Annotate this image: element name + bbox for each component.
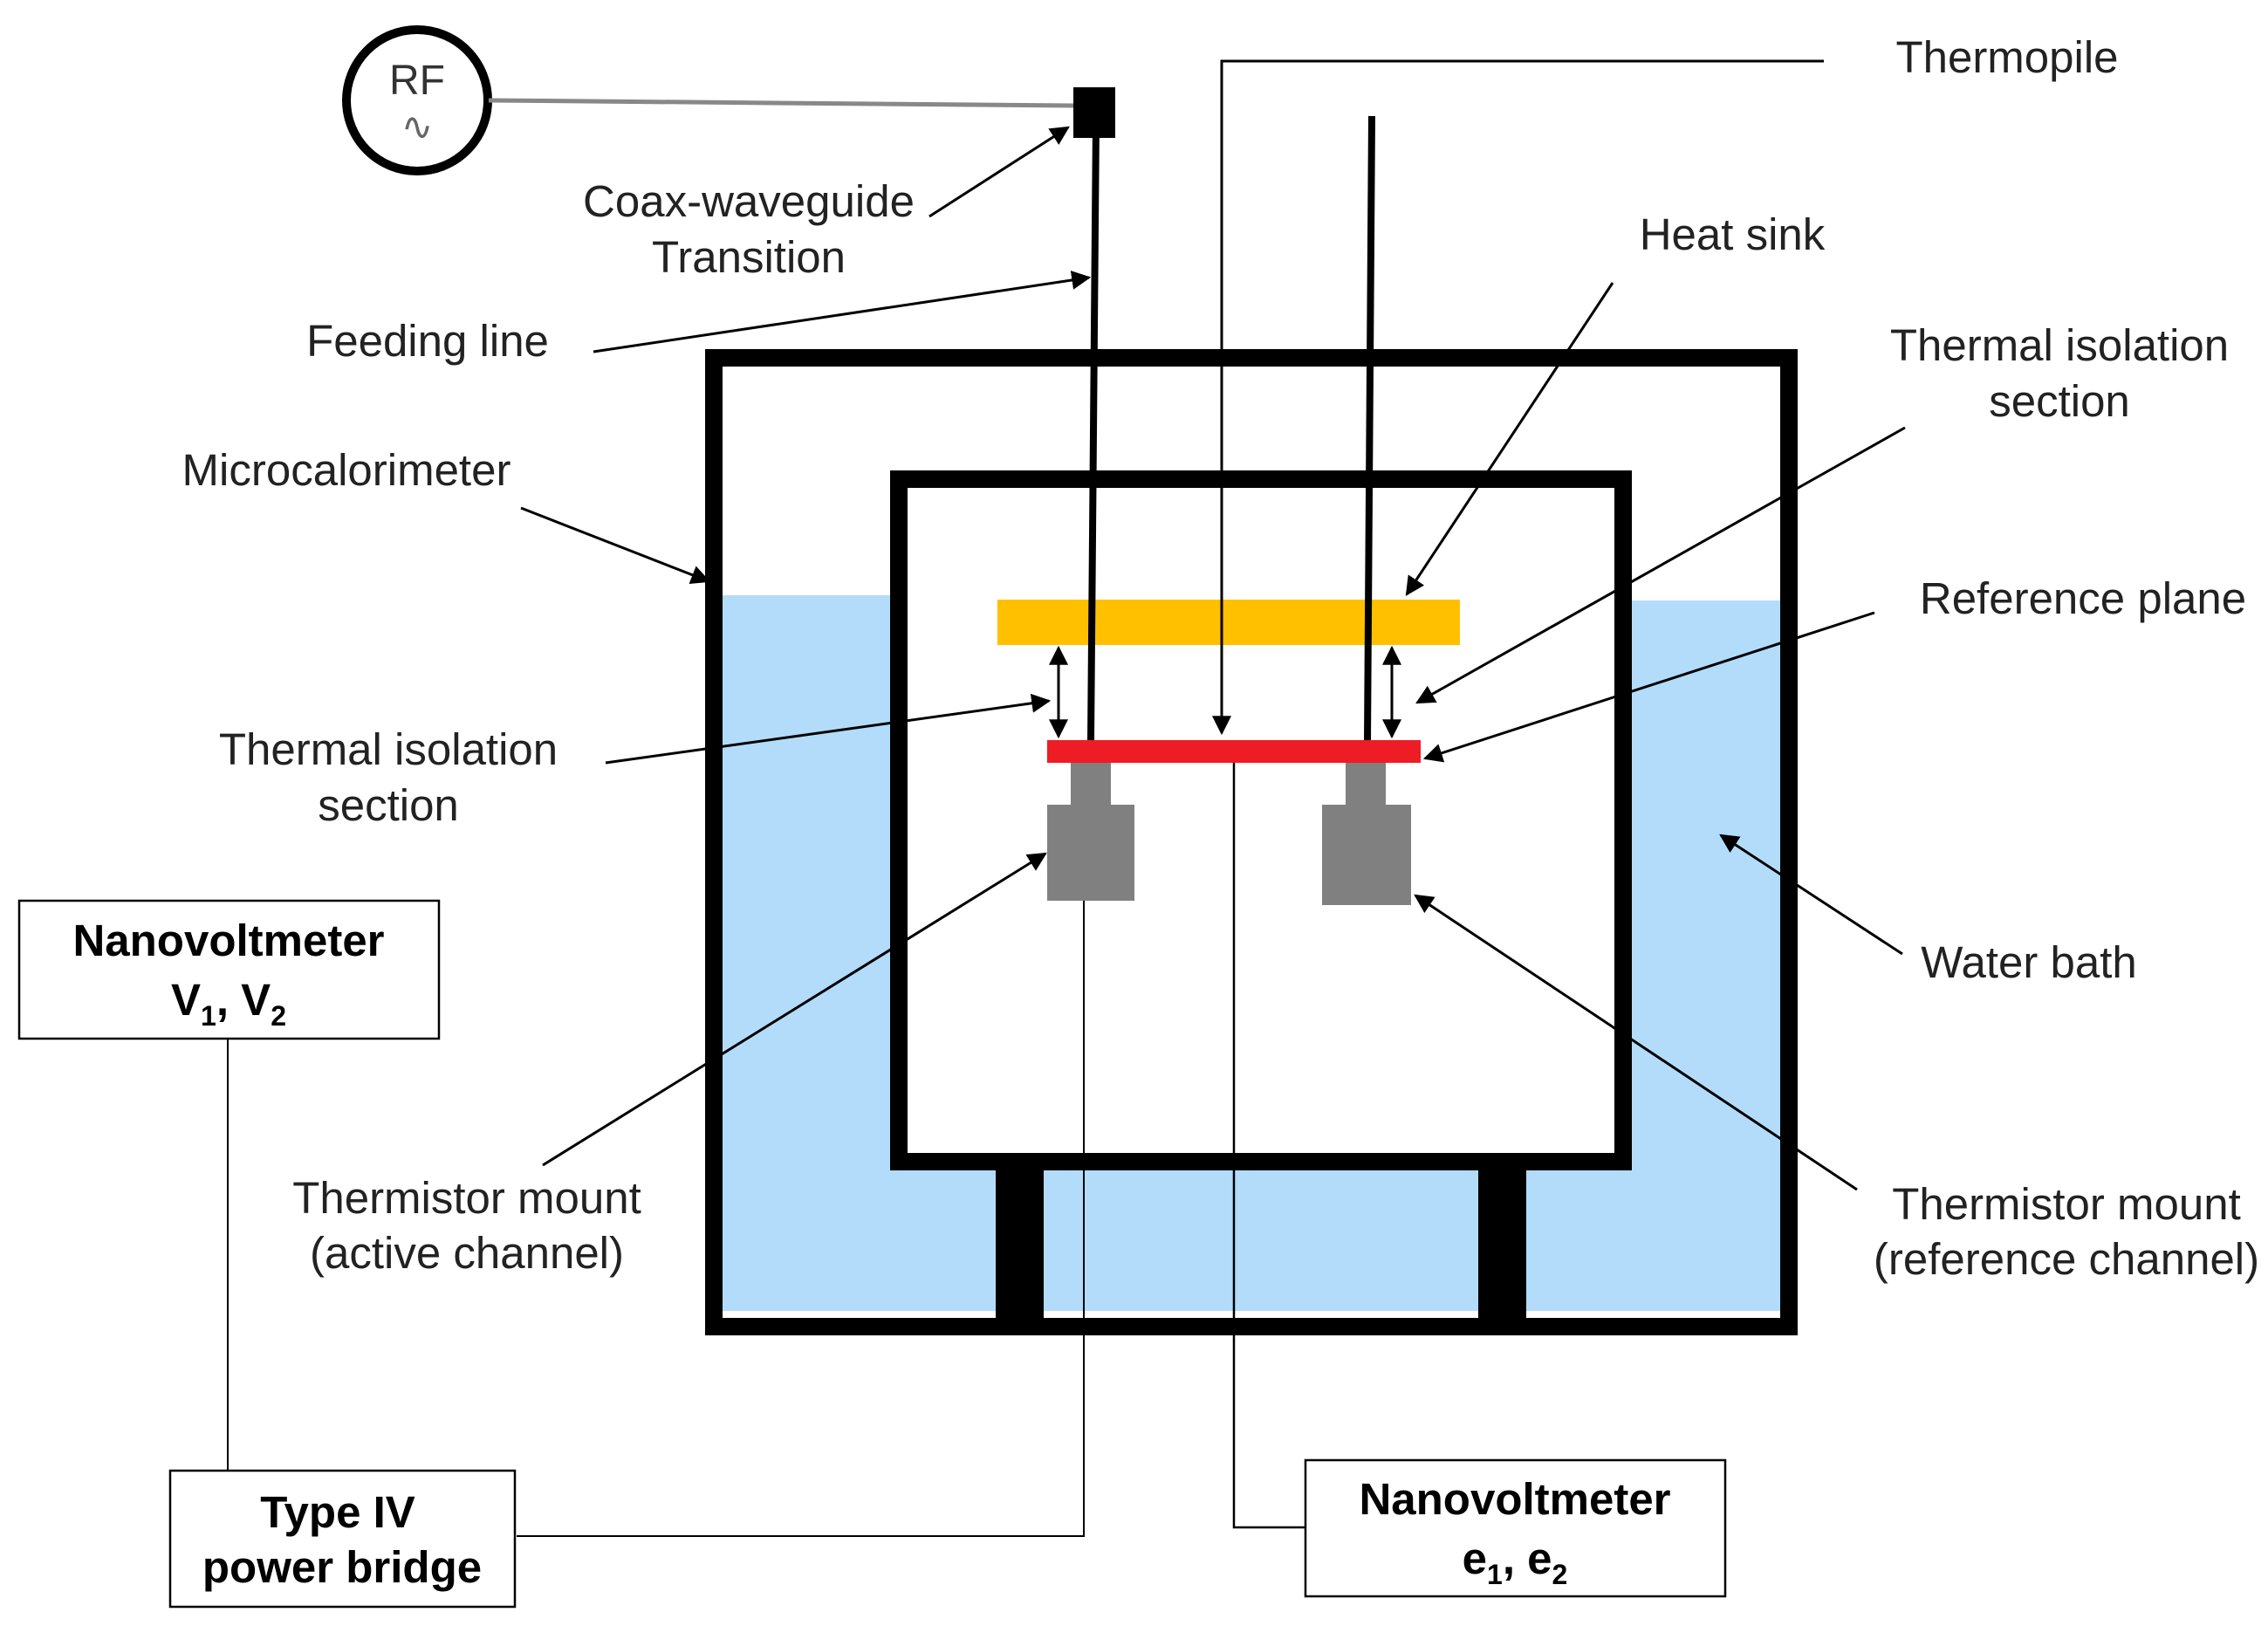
rf-cable [488, 98, 1074, 108]
nanovoltmeter-v-title: Nanovoltmeter [72, 916, 384, 965]
support-leg-left [996, 1162, 1044, 1319]
label-thermal-isolation-right-line2: section [1989, 376, 2130, 426]
rf-wave-icon: ∿ [401, 106, 434, 148]
reference-line [1364, 115, 1375, 743]
feeding-line-leader [593, 271, 1092, 353]
nanovoltmeter-v-box [17, 899, 441, 1040]
rf-source [342, 25, 492, 175]
thermistor-reference-body [1322, 805, 1411, 905]
label-coax-line2: Transition [652, 232, 846, 282]
thermopile-wire [1212, 59, 1824, 736]
label-water-bath: Water bath [1921, 937, 2137, 987]
power-bridge-wire [517, 901, 1085, 1537]
label-thermistor-active-line1: Thermistor mount [292, 1173, 641, 1223]
label-thermistor-reference-line1: Thermistor mount [1892, 1179, 2241, 1229]
water-bath-left [717, 595, 892, 1311]
label-heat-sink: Heat sink [1640, 209, 1826, 259]
water-bath-right [1617, 600, 1783, 1311]
thermistor-active-neck [1071, 763, 1111, 806]
reference-plane-leader [1422, 611, 1875, 763]
rf-label: RF [389, 58, 445, 104]
heat-sink [997, 600, 1460, 645]
label-thermistor-active-line2: (active channel) [310, 1228, 624, 1278]
nanovoltmeter-e-vars: e1, e2 [1463, 1533, 1568, 1590]
power-bridge-title-line1: Type IV [260, 1487, 415, 1537]
thermistor-active-leader [542, 852, 1047, 1167]
label-thermal-isolation-right-line1: Thermal isolation [1890, 320, 2229, 370]
power-bridge-box [168, 1469, 517, 1609]
thermistor-reference-neck [1346, 763, 1386, 806]
microcalorimeter-outer-wall [705, 349, 1798, 1335]
label-thermopile: Thermopile [1895, 32, 2118, 82]
support-leg-right [1478, 1162, 1526, 1319]
label-reference-plane: Reference plane [1920, 573, 2246, 623]
inner-chamber [890, 470, 1632, 1170]
nanovoltmeter-e-title: Nanovoltmeter [1359, 1474, 1670, 1524]
thermal-isolation-left-leader [605, 693, 1052, 765]
microcalorimeter-leader [520, 506, 711, 585]
label-thermal-isolation-left-line2: section [318, 780, 459, 830]
reference-plane [1047, 740, 1421, 763]
nanovoltmeter-e-box [1304, 1458, 1727, 1598]
nanovoltmeter-e-wire [1232, 763, 1305, 1529]
label-coax-line1: Coax-waveguide [583, 176, 915, 226]
water-bath-leader [1719, 834, 1903, 956]
thermistor-active-body [1047, 805, 1134, 901]
coax-waveguide-block [1073, 87, 1115, 138]
label-microcalorimeter: Microcalorimeter [182, 445, 511, 495]
power-bridge-title-line2: power bridge [202, 1542, 482, 1592]
label-feeding-line: Feeding line [306, 316, 549, 366]
feeding-line [1087, 121, 1100, 743]
heat-sink-leader [1405, 282, 1614, 596]
nanovoltmeter-v-vars: V1, V2 [171, 975, 286, 1032]
thermal-isolation-right-leader [1415, 426, 1906, 704]
coax-leader [928, 126, 1070, 218]
label-thermal-isolation-left-line1: Thermal isolation [219, 724, 558, 774]
label-thermistor-reference-line2: (reference channel) [1874, 1234, 2259, 1284]
thermistor-reference-leader [1414, 894, 1858, 1191]
